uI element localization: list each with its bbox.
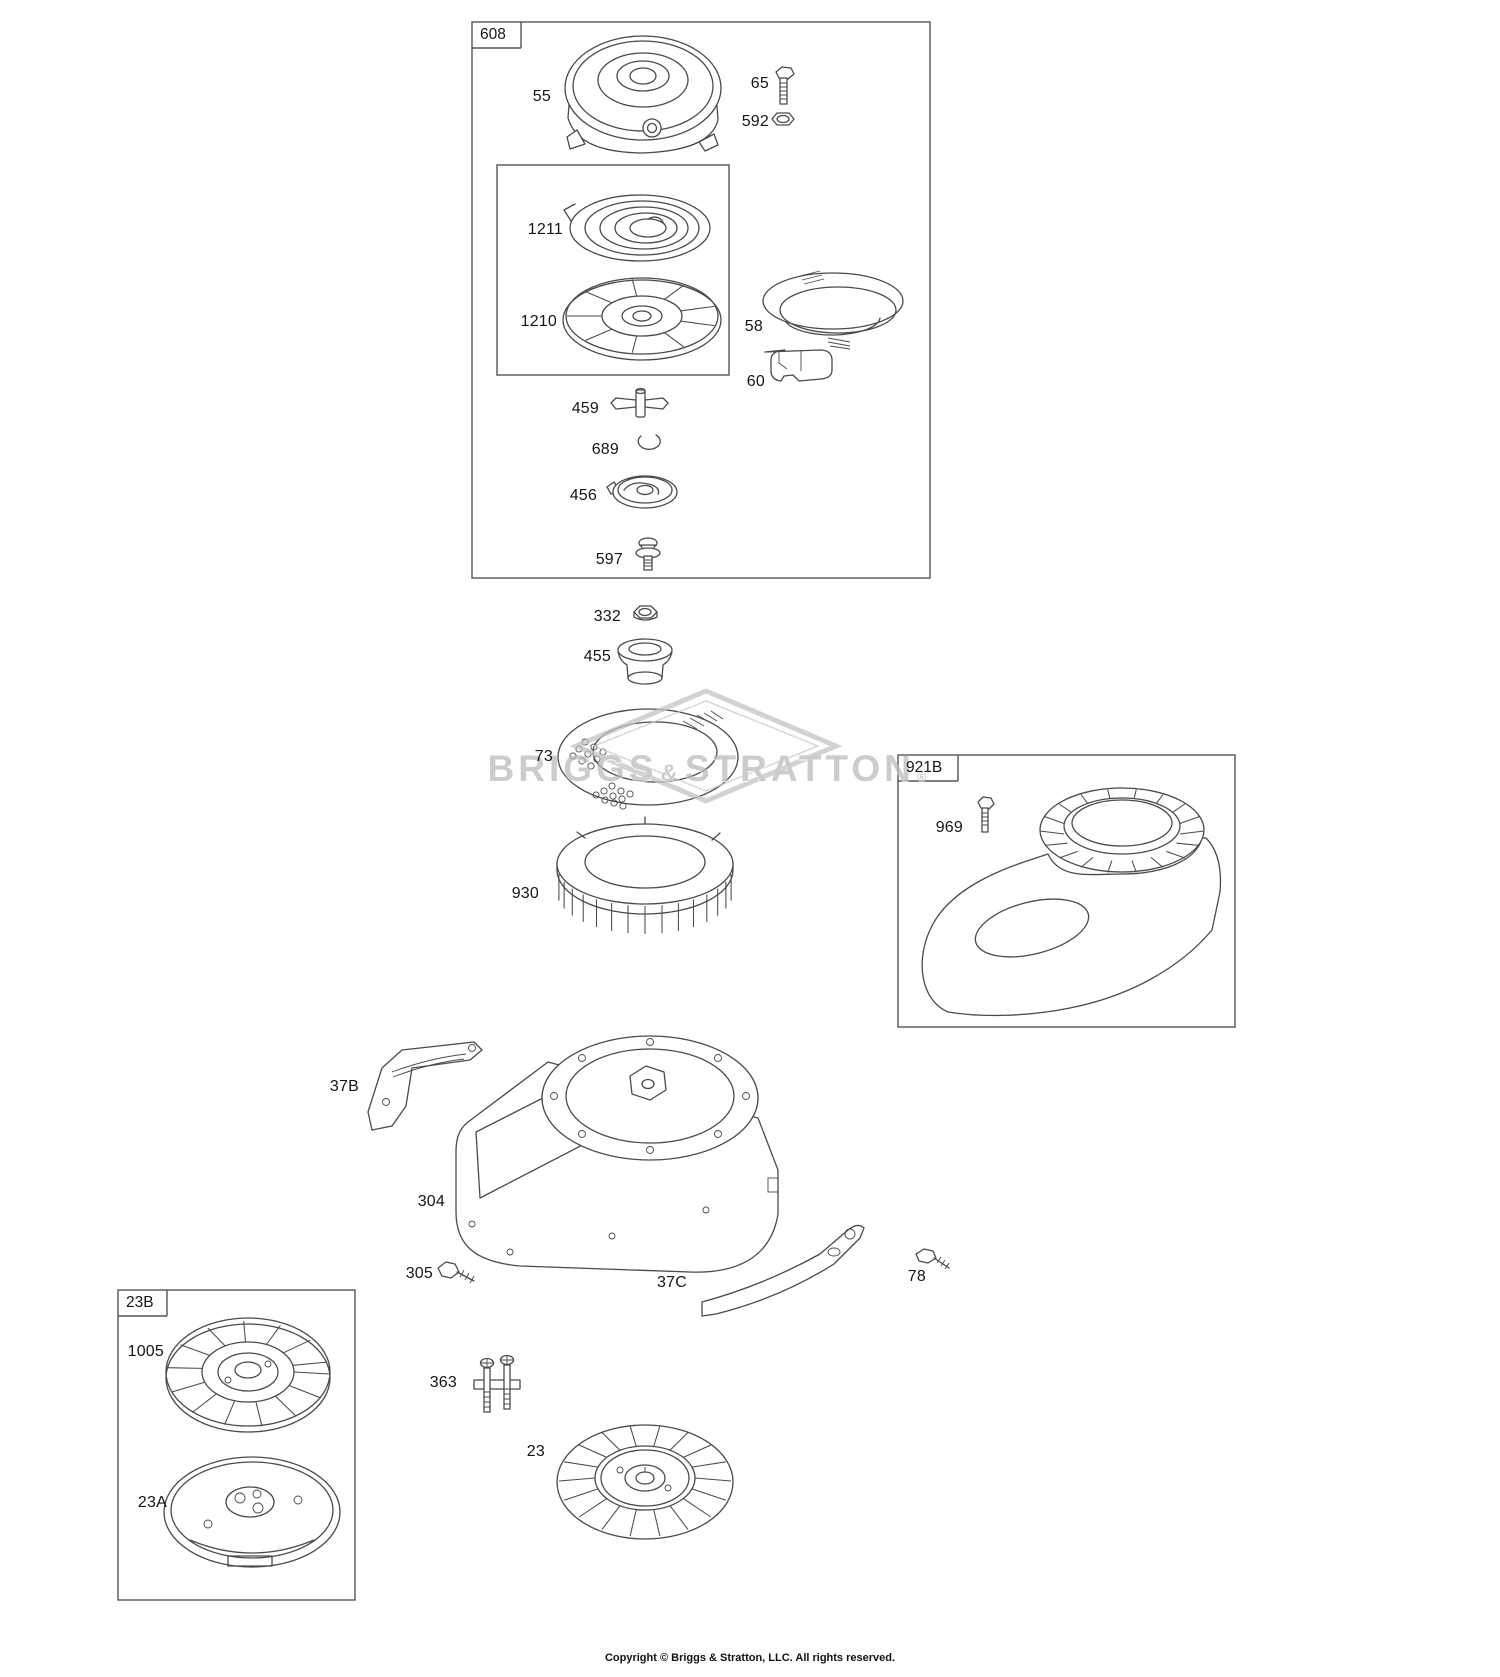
part-930-blower-housing-ring bbox=[556, 816, 734, 934]
part-73-rotating-screen bbox=[557, 708, 739, 810]
part-label-459: 459 bbox=[571, 400, 599, 417]
group-608-label: 608 bbox=[480, 26, 506, 43]
part-label-332: 332 bbox=[593, 608, 621, 625]
part-label-305: 305 bbox=[405, 1265, 433, 1282]
part-label-304: 304 bbox=[417, 1193, 445, 1210]
part-label-23: 23 bbox=[526, 1443, 545, 1460]
part-37c-debris-guard bbox=[701, 1224, 865, 1317]
group-608-label-cell bbox=[472, 22, 522, 49]
group-boxes-layer bbox=[117, 21, 1236, 1601]
part-689-retaining-ring bbox=[637, 434, 661, 450]
group-23b-box bbox=[117, 1289, 356, 1601]
part-1005-flywheel-fan bbox=[165, 1317, 331, 1433]
part-58-starter-rope bbox=[762, 270, 904, 350]
group-921b-label-cell bbox=[898, 755, 959, 782]
part-456-pulley-retainer bbox=[606, 475, 678, 509]
part-1211-recoil-spring bbox=[563, 194, 711, 262]
group-23b-label-cell bbox=[118, 1290, 168, 1317]
part-label-55: 55 bbox=[532, 88, 551, 105]
group-1210-1211-box bbox=[496, 164, 730, 376]
part-332-flange-nut bbox=[633, 605, 658, 621]
part-label-73: 73 bbox=[534, 748, 553, 765]
group-23b-label: 23B bbox=[126, 1294, 154, 1311]
part-label-1211: 1211 bbox=[527, 221, 563, 238]
group-921b-label: 921B bbox=[906, 759, 943, 776]
part-label-592: 592 bbox=[741, 113, 769, 130]
part-459-starter-pawl bbox=[610, 387, 669, 418]
part-label-78: 78 bbox=[907, 1268, 926, 1285]
part-455-starter-cup bbox=[617, 638, 673, 685]
part-label-37C: 37C bbox=[657, 1274, 687, 1291]
part-label-969: 969 bbox=[935, 819, 963, 836]
part-55-recoil-starter-housing bbox=[564, 35, 722, 154]
part-label-23A: 23A bbox=[137, 1494, 167, 1511]
part-969-screw bbox=[977, 796, 995, 833]
part-305-screw bbox=[437, 1261, 475, 1284]
part-60-starter-grip bbox=[764, 349, 833, 382]
part-label-456: 456 bbox=[569, 487, 597, 504]
part-label-60: 60 bbox=[746, 373, 765, 390]
part-label-930: 930 bbox=[511, 885, 539, 902]
part-921b-blower-housing-cover bbox=[921, 787, 1222, 1017]
part-label-58: 58 bbox=[744, 318, 763, 335]
group-608-box bbox=[471, 21, 931, 579]
group-921b-box bbox=[897, 754, 1236, 1028]
part-78-screw bbox=[915, 1248, 950, 1270]
part-597-screw bbox=[635, 537, 661, 571]
copyright-text: Copyright © Briggs & Stratton, LLC. All … bbox=[604, 1652, 896, 1664]
part-363-screw-set bbox=[473, 1354, 521, 1413]
part-23a-flywheel-bottom bbox=[163, 1456, 341, 1568]
part-label-689: 689 bbox=[591, 441, 619, 458]
part-label-65: 65 bbox=[750, 75, 769, 92]
part-label-37B: 37B bbox=[329, 1078, 359, 1095]
part-label-455: 455 bbox=[583, 648, 611, 665]
part-label-363: 363 bbox=[429, 1374, 457, 1391]
part-label-597: 597 bbox=[595, 551, 623, 568]
part-65-screw bbox=[775, 66, 795, 105]
part-37b-bracket bbox=[367, 1041, 483, 1131]
part-592-locknut bbox=[771, 112, 795, 126]
part-304-blower-housing bbox=[455, 1035, 779, 1273]
part-label-1005: 1005 bbox=[127, 1343, 164, 1360]
part-label-1210: 1210 bbox=[520, 313, 557, 330]
part-23-flywheel bbox=[556, 1424, 734, 1540]
part-1210-starter-pulley bbox=[562, 277, 722, 361]
